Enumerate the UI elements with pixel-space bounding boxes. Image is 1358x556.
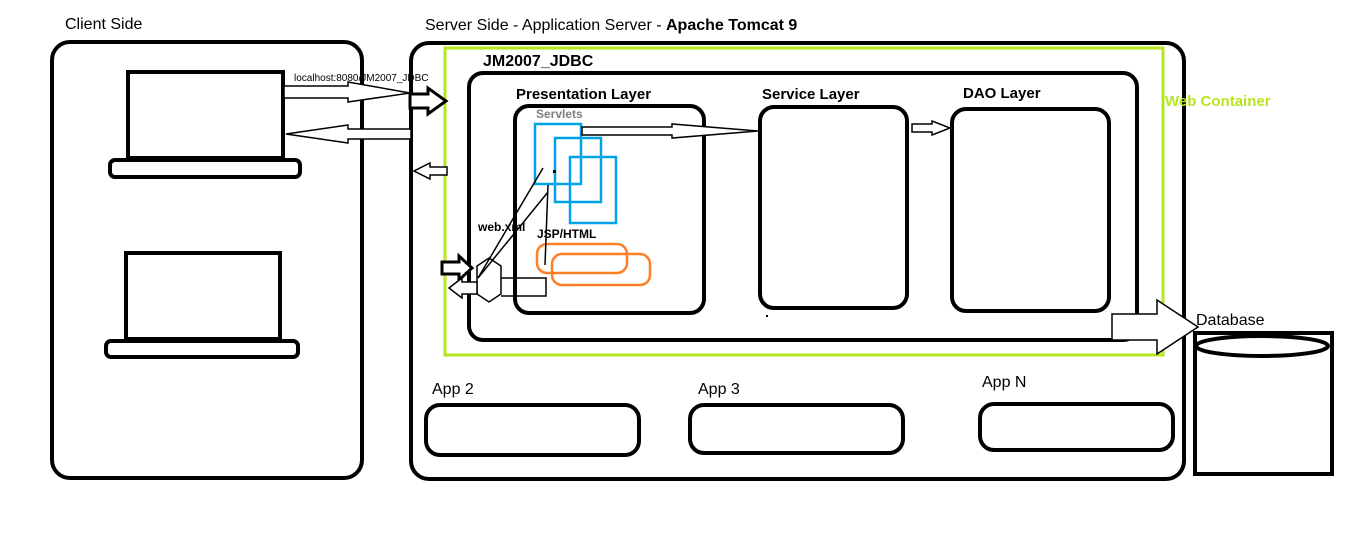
web-container-label: Web Container [1165, 93, 1271, 110]
app2-label: App 2 [432, 381, 474, 398]
url-label: localhost:8080/JM2007_JDBC [294, 73, 429, 84]
app-box [467, 71, 1139, 342]
app3-box [688, 403, 905, 455]
small-left-arrow-icon [412, 161, 448, 181]
dao-layer-box [950, 107, 1111, 313]
dao-layer-label: DAO Layer [963, 85, 1041, 102]
web-xml-label: web.xml [477, 220, 525, 234]
web-container-box [443, 46, 1165, 357]
servlets-label: Servlets [536, 107, 583, 121]
client-side-label: Client Side [65, 16, 142, 33]
appn-label: App N [982, 374, 1026, 391]
presentation-layer-box [513, 104, 706, 315]
request-arrow-icon [283, 81, 411, 103]
laptop-icon [104, 251, 300, 359]
right-arrow-icon [440, 252, 475, 284]
response-arrow-icon [285, 124, 412, 144]
database-label: Database [1196, 312, 1265, 329]
app2-box [424, 403, 641, 457]
jsp-icon [535, 242, 652, 287]
client-side-box [50, 40, 364, 480]
server-side-box [409, 41, 1186, 481]
app-name-label: JM2007_JDBC [483, 53, 594, 70]
presentation-layer-label: Presentation Layer [516, 86, 651, 103]
service-layer-box [758, 105, 909, 310]
server-side-label: Server Side - Application Server - Apach… [425, 17, 797, 34]
database-icon [1193, 331, 1334, 476]
service-layer-label: Service Layer [762, 86, 860, 103]
laptop-icon [108, 70, 302, 179]
dao-to-database-arrow-icon [1111, 298, 1200, 356]
request-arrow-head-icon [408, 85, 449, 117]
left-arrow-icon [447, 276, 478, 300]
app3-label: App 3 [698, 381, 740, 398]
servlet-to-service-arrow-icon [581, 123, 759, 139]
jsp-html-label: JSP/HTML [537, 227, 596, 241]
web-xml-hexagon [476, 257, 502, 303]
service-to-dao-arrow-icon [911, 119, 953, 137]
appn-box [978, 402, 1175, 452]
